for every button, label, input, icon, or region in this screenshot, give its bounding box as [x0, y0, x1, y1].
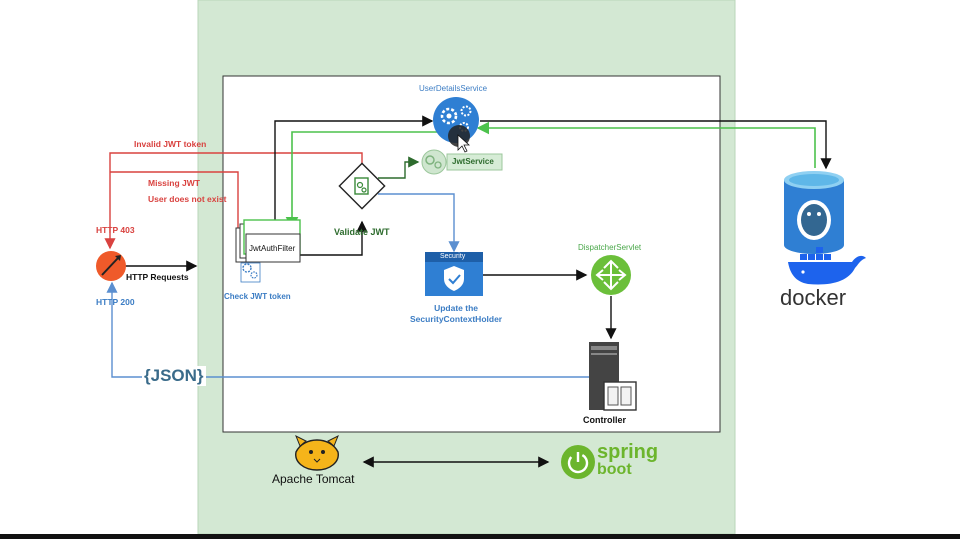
http-200-line — [106, 281, 590, 378]
http-requests-label: HTTP Requests — [126, 272, 189, 282]
userdetails-to-filter-arrow — [285, 131, 462, 230]
dispatcher-icon — [591, 255, 631, 295]
security-panel — [425, 252, 483, 296]
docker-label: docker — [780, 285, 847, 310]
spring-boot-icon — [561, 445, 595, 479]
check-jwt-label: Check JWT token — [224, 292, 291, 301]
validate-jwt-diamond — [338, 162, 386, 210]
update-context-label: Update the SecurityContextHolder — [410, 303, 503, 324]
userdetails-to-db-arrow — [480, 120, 832, 170]
jwt-service-icon — [421, 149, 447, 175]
bottom-bar — [0, 534, 960, 539]
validate-jwt-label: Validate JWT — [334, 227, 390, 237]
jwt-service-box — [446, 153, 503, 171]
filter-gear-icon — [240, 262, 261, 283]
http-200-label: HTTP 200 — [96, 297, 135, 307]
tomcat-icon — [295, 434, 339, 471]
controller-label: Controller — [583, 415, 627, 425]
missing-jwt-line — [110, 171, 239, 228]
spring-label: spring — [597, 441, 659, 463]
http-client-icon — [96, 251, 126, 281]
jwt-service-label: JwtService — [452, 157, 494, 166]
dispatcher-servlet-label: DispatcherServlet — [578, 243, 642, 252]
jwt-auth-filter-label: JwtAuthFilter — [249, 244, 296, 253]
filter-to-userdetails-arrow — [274, 115, 434, 228]
security-badge-label: Security — [440, 253, 466, 260]
json-label: {JSON} — [142, 366, 206, 386]
user-details-service-label: UserDetailsService — [419, 84, 488, 93]
tomcat-label: Apache Tomcat — [272, 472, 355, 486]
missing-jwt-label: Missing JWT — [148, 178, 200, 188]
invalid-jwt-line — [104, 152, 363, 250]
validate-to-security-arrow — [378, 193, 460, 253]
controller-icon — [589, 342, 637, 411]
jwt-auth-filter-stack — [235, 219, 301, 263]
boot-label: boot — [597, 461, 632, 478]
cursor-icon — [448, 125, 471, 153]
user-not-exist-label: User does not exist — [148, 194, 227, 204]
db-to-userdetails-arrow — [476, 121, 816, 168]
http-403-label: HTTP 403 — [96, 225, 135, 235]
invalid-jwt-label: Invalid JWT token — [134, 139, 207, 149]
validate-to-jwtservice-arrow — [378, 156, 420, 179]
filter-to-validate-arrow — [298, 220, 368, 256]
docker-postgres-icon — [784, 171, 866, 285]
